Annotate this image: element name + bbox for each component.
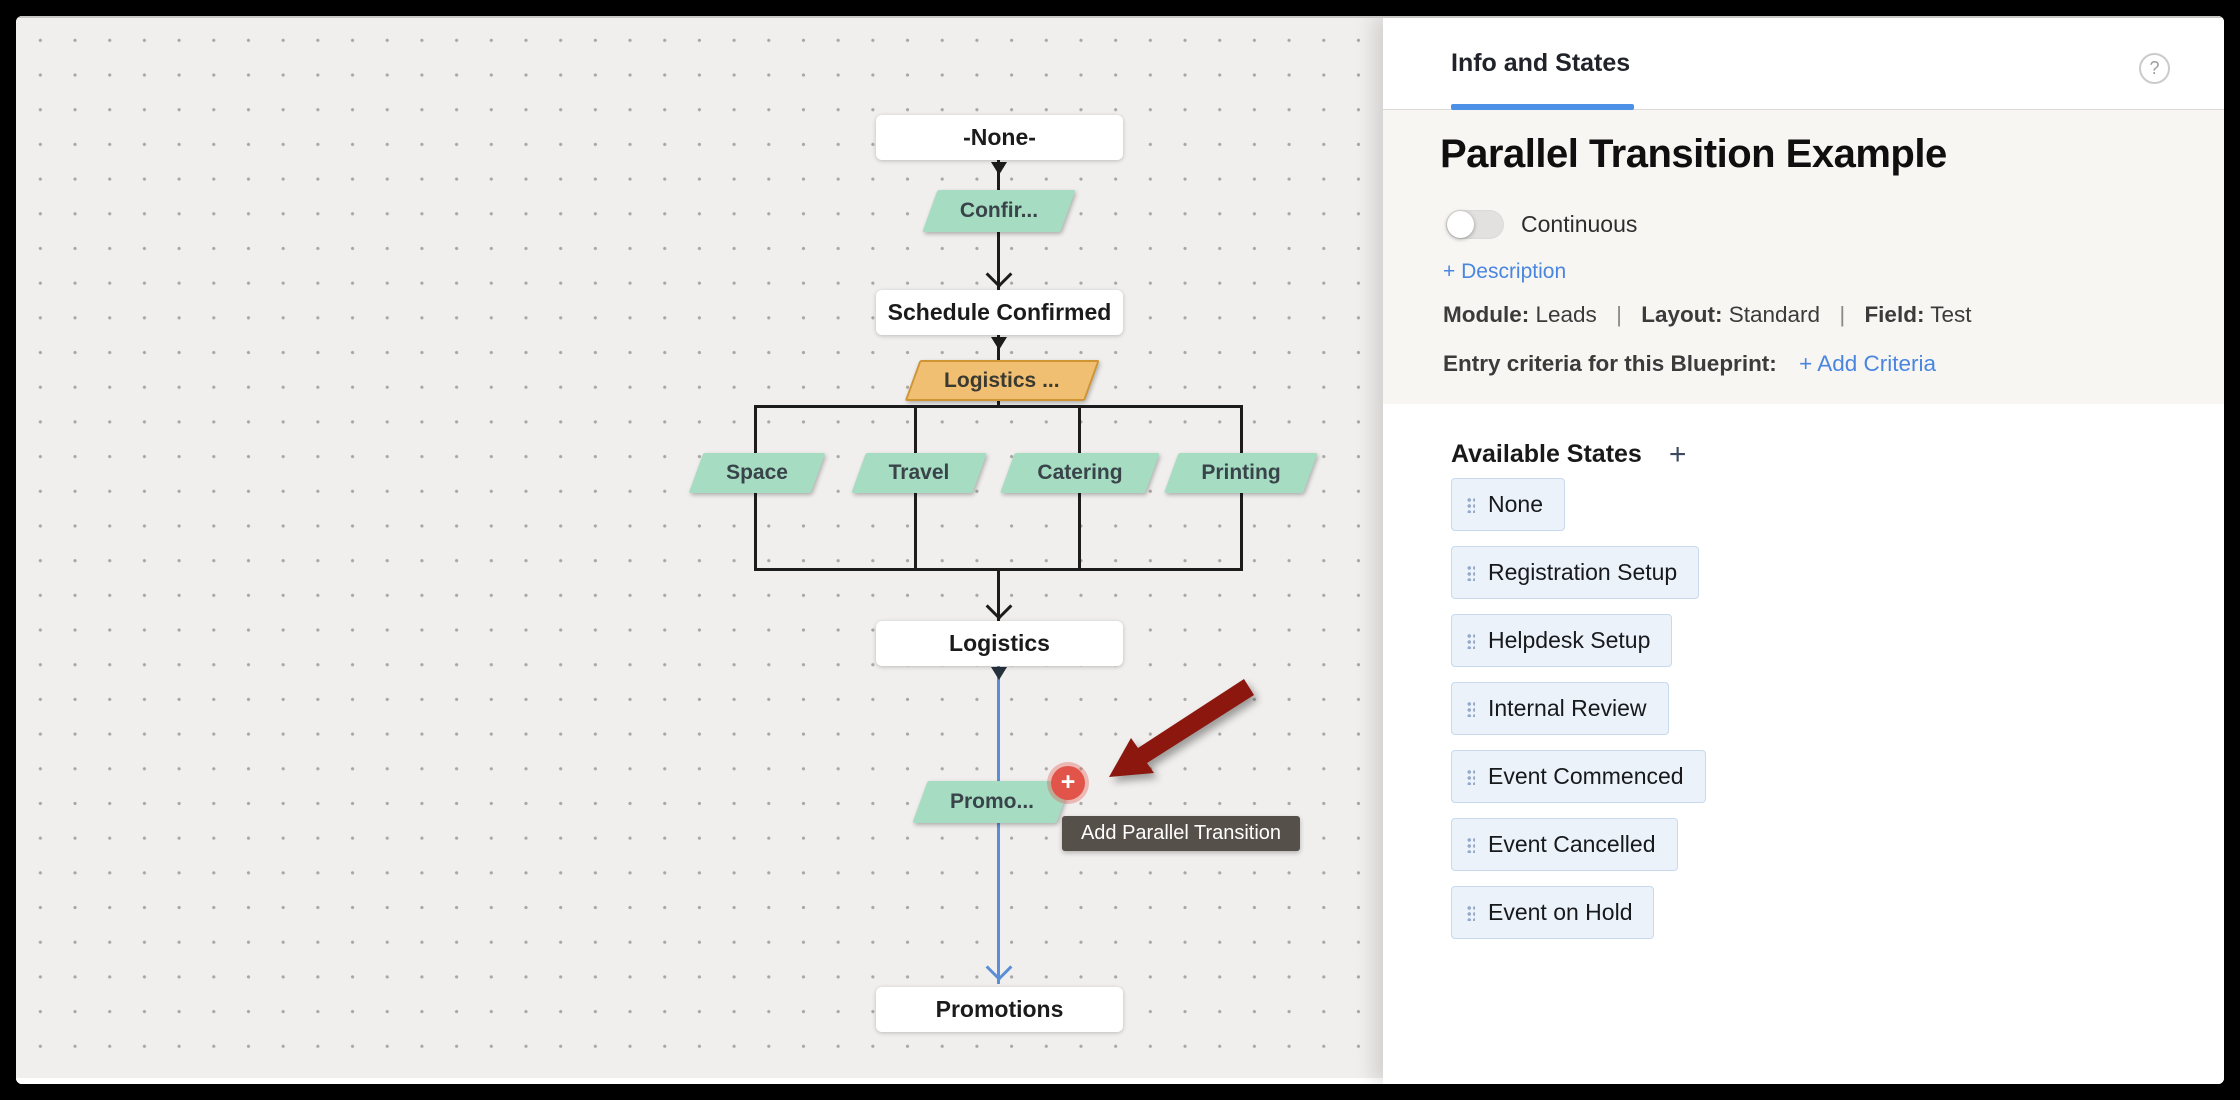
transition-label: Printing <box>1201 461 1281 484</box>
state-chip-registration-setup[interactable]: Registration Setup <box>1451 546 1700 599</box>
transition-logistics-parallel[interactable]: Logistics ... <box>904 360 1100 401</box>
state-chip-event-on-hold[interactable]: Event on Hold <box>1451 886 1655 939</box>
continuous-label: Continuous <box>1521 211 1638 237</box>
help-icon[interactable]: ? <box>2139 53 2170 84</box>
app-window: -None- Schedule Confirmed Logistics Prom… <box>16 16 2224 1084</box>
state-chip-label: Event on Hold <box>1488 899 1633 925</box>
connector-end-arrow <box>985 954 1013 981</box>
state-label: -None- <box>963 124 1036 150</box>
drag-handle-icon[interactable] <box>1466 496 1475 513</box>
transition-label: Promo... <box>949 790 1035 813</box>
state-chip-label: Registration Setup <box>1488 559 1678 585</box>
available-states-title: Available States <box>1451 440 1642 468</box>
transition-branch-catering[interactable]: Catering <box>1000 453 1160 493</box>
state-node-logistics[interactable]: Logistics <box>876 621 1123 666</box>
transition-label: Logistics ... <box>944 368 1060 392</box>
transition-branch-space[interactable]: Space <box>688 453 826 493</box>
available-states-heading: Available States + <box>1451 437 1687 471</box>
drag-handle-icon[interactable] <box>1466 700 1475 717</box>
transition-branch-printing[interactable]: Printing <box>1164 453 1318 493</box>
add-parallel-transition-button[interactable]: + <box>1051 766 1085 800</box>
active-tab-underline <box>1451 104 1634 110</box>
module-value: Leads <box>1535 302 1597 327</box>
state-label: Schedule Confirmed <box>887 299 1112 325</box>
transition-label: Confir... <box>959 199 1039 222</box>
state-chip-label: Helpdesk Setup <box>1488 627 1651 653</box>
transition-label: Travel <box>888 461 950 484</box>
connector-split-to-logistics <box>997 571 1000 621</box>
state-chip-event-cancelled[interactable]: Event Cancelled <box>1451 818 1678 871</box>
window-top-border <box>16 16 2224 18</box>
toggle-knob <box>1447 211 1474 238</box>
drag-handle-icon[interactable] <box>1466 904 1475 921</box>
annotation-arrow-icon <box>1109 679 1254 777</box>
transition-promo[interactable]: Promo... <box>912 781 1072 823</box>
drag-handle-icon[interactable] <box>1466 768 1475 785</box>
state-chip-helpdesk-setup[interactable]: Helpdesk Setup <box>1451 614 1673 667</box>
blueprint-canvas[interactable]: -None- Schedule Confirmed Logistics Prom… <box>16 16 1383 1084</box>
transition-confirm[interactable]: Confir... <box>922 190 1076 232</box>
field-value: Test <box>1930 302 1972 327</box>
state-chip-label: Event Cancelled <box>1488 831 1656 857</box>
state-chip-label: Internal Review <box>1488 695 1647 721</box>
tooltip: Add Parallel Transition <box>1062 816 1300 851</box>
available-states-list: None Registration Setup Helpdesk Setup I… <box>1451 478 1706 954</box>
layout-value: Standard <box>1728 302 1821 327</box>
transition-label: Space <box>726 461 788 484</box>
blueprint-meta: Module: Leads | Layout: Standard | Field… <box>1443 302 1972 328</box>
continuous-toggle-switch[interactable] <box>1446 210 1504 239</box>
entry-criteria-label: Entry criteria for this Blueprint: <box>1443 351 1777 376</box>
add-criteria-link[interactable]: + Add Criteria <box>1799 351 1937 376</box>
state-chip-label: None <box>1488 491 1543 517</box>
tab-info-and-states[interactable]: Info and States <box>1451 49 1631 77</box>
connector-logistics-to-promotions <box>997 666 1000 984</box>
entry-criteria-row: Entry criteria for this Blueprint: + Add… <box>1443 351 1936 377</box>
connector-start-arrow <box>991 337 1007 350</box>
state-node-schedule-confirmed[interactable]: Schedule Confirmed <box>876 290 1123 335</box>
state-node-promotions[interactable]: Promotions <box>876 987 1123 1032</box>
state-chip-none[interactable]: None <box>1451 478 1565 531</box>
state-label: Promotions <box>935 996 1064 1022</box>
state-label: Logistics <box>949 630 1050 656</box>
transition-branch-travel[interactable]: Travel <box>851 453 987 493</box>
add-state-button[interactable]: + <box>1668 437 1687 471</box>
connector-end-arrow <box>985 593 1013 620</box>
connector-start-arrow <box>991 162 1007 175</box>
state-chip-event-commenced[interactable]: Event Commenced <box>1451 750 1706 803</box>
layout-label: Layout: <box>1641 302 1723 327</box>
meta-separator: | <box>1616 302 1622 327</box>
meta-separator: | <box>1839 302 1846 327</box>
connector-start-arrow <box>991 667 1007 680</box>
plus-icon: + <box>1060 767 1076 796</box>
info-and-states-panel: Info and States ? Parallel Transition Ex… <box>1383 16 2224 1084</box>
drag-handle-icon[interactable] <box>1466 836 1475 853</box>
state-chip-internal-review[interactable]: Internal Review <box>1451 682 1669 735</box>
window-bottom-border <box>16 1078 2224 1084</box>
continuous-toggle-row: Continuous <box>1446 210 1637 239</box>
state-node-none[interactable]: -None- <box>876 115 1123 160</box>
state-chip-label: Event Commenced <box>1488 763 1684 789</box>
drag-handle-icon[interactable] <box>1466 564 1475 581</box>
connector-end-arrow <box>985 261 1013 288</box>
field-label: Field: <box>1864 302 1925 327</box>
blueprint-title: Parallel Transition Example <box>1440 132 1947 176</box>
add-description-link[interactable]: + Description <box>1443 260 1567 283</box>
tooltip-text: Add Parallel Transition <box>1080 822 1282 844</box>
panel-tab-bar: Info and States ? <box>1383 16 2224 110</box>
transition-label: Catering <box>1037 461 1123 484</box>
blueprint-info-section: Parallel Transition Example Continuous +… <box>1383 110 2224 404</box>
drag-handle-icon[interactable] <box>1466 632 1475 649</box>
module-label: Module: <box>1443 302 1530 327</box>
